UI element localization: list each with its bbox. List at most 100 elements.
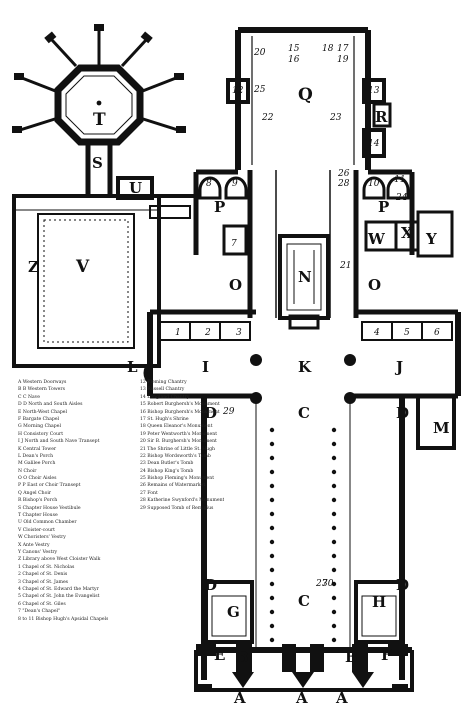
legend-entry: W Choristers' Vestry bbox=[18, 535, 66, 541]
num-5: 5 bbox=[404, 328, 410, 338]
label-Y: Y bbox=[425, 230, 437, 248]
legend-entry: A Western Doorways bbox=[18, 380, 67, 385]
label-M: M bbox=[433, 419, 450, 437]
nave-pier bbox=[269, 567, 275, 573]
num-16: 16 bbox=[288, 55, 300, 65]
legend-entry: 7 "Dean's Chapel" bbox=[18, 609, 61, 615]
nave-pier bbox=[331, 553, 337, 559]
nave-pier bbox=[331, 609, 337, 615]
nave-pier bbox=[331, 455, 337, 461]
label-D-right-bottom: D bbox=[396, 576, 409, 594]
nave-pier bbox=[331, 581, 337, 587]
label-Q: Q bbox=[298, 85, 313, 105]
legend-entry: U Old Common Chamber bbox=[18, 520, 77, 526]
nave-pier bbox=[269, 525, 275, 531]
legend-entry: 15 Robert Burghersh's Monument bbox=[140, 402, 220, 408]
nave-pier bbox=[331, 525, 337, 531]
legend-entry: X Ante Vestry bbox=[18, 542, 50, 548]
legend-entry: N Choir bbox=[18, 468, 37, 474]
nave-piers bbox=[250, 354, 356, 643]
num-1: 1 bbox=[175, 328, 181, 338]
label-O-left: O bbox=[229, 276, 242, 294]
legend-entry: 14 Longland Chantry bbox=[140, 394, 190, 400]
label-K: K bbox=[298, 358, 312, 376]
label-P-right: P bbox=[378, 198, 389, 216]
label-T: T bbox=[93, 110, 106, 130]
nave-pier bbox=[269, 483, 275, 489]
nave-pier bbox=[331, 539, 337, 545]
label-W: W bbox=[367, 230, 386, 248]
num-28: 28 bbox=[337, 179, 350, 189]
label-N: N bbox=[298, 268, 312, 286]
label-G: G bbox=[227, 603, 240, 621]
legend-entry: 25 Bishop Fleming's Monument bbox=[140, 476, 215, 482]
legend-entry: I J North and South Nave Transept bbox=[18, 439, 100, 445]
nave-pier bbox=[269, 553, 275, 559]
legend-entry: B B Western Towers bbox=[18, 387, 65, 393]
legend-entry: R Bishop's Porch bbox=[18, 498, 58, 504]
legend-entry: K Central Tower bbox=[18, 446, 57, 452]
legend-entry: 13 Russell Chantry bbox=[140, 387, 185, 393]
num-14: 14 bbox=[368, 139, 380, 149]
nave-pier bbox=[269, 497, 275, 503]
nave-pier bbox=[331, 595, 337, 601]
num-10: 10 bbox=[368, 179, 380, 189]
legend-entry: 24 Bishop King's Tomb bbox=[140, 468, 194, 474]
nave-pier bbox=[331, 637, 337, 643]
legend-entry: D D North and South Aisles bbox=[18, 402, 83, 408]
legend-entry: 22 Bishop Wordsworth's Tomb bbox=[140, 453, 211, 459]
num-7: 7 bbox=[231, 239, 237, 249]
legend-entry: O O Choir Aisles bbox=[18, 476, 57, 482]
label-V: V bbox=[75, 257, 90, 277]
label-Z: Z bbox=[28, 258, 39, 276]
label-O-right: O bbox=[368, 276, 381, 294]
legend-entry: 20 Sir B. Burghersh's Monument bbox=[140, 439, 217, 445]
num-12: 12 bbox=[232, 86, 244, 96]
legend-entry: 19 Peter Wentworth's Monument bbox=[140, 431, 218, 437]
num-27: 27 bbox=[315, 579, 328, 589]
nave-pier bbox=[269, 637, 275, 643]
num-11: 11 bbox=[394, 175, 405, 185]
nave-pier bbox=[269, 581, 275, 587]
legend-entry: 23 Dean Butler's Tomb bbox=[140, 461, 194, 467]
label-D-left-top: D bbox=[204, 404, 217, 422]
num-13: 13 bbox=[368, 86, 380, 96]
num-9: 9 bbox=[232, 179, 238, 189]
label-A-mid: A bbox=[295, 689, 308, 707]
legend-entry: 12 Fleming Chantry bbox=[140, 380, 187, 385]
legend-entry: Q Angel Choir bbox=[18, 490, 51, 496]
legend-entry: 29 Supposed Tomb of Remigius bbox=[140, 505, 214, 511]
num-20: 20 bbox=[253, 48, 266, 58]
label-H: H bbox=[372, 593, 386, 611]
nave-pier bbox=[331, 441, 337, 447]
nave-pier bbox=[269, 469, 275, 475]
label-D-left-bottom: D bbox=[204, 576, 217, 594]
legend-entry: Y Canons' Vestry bbox=[18, 549, 58, 555]
label-F: F bbox=[381, 646, 392, 664]
label-C-top: C bbox=[298, 404, 310, 422]
legend-entry: 5 Chapel of St. John the Evangelist bbox=[18, 594, 100, 600]
nave-pier bbox=[269, 609, 275, 615]
legend-entry: Z Library above West Cloister Walk bbox=[18, 557, 101, 563]
num-21: 21 bbox=[339, 261, 351, 271]
legend-entry: 4 Chapel of St. Edward the Martyr bbox=[18, 586, 99, 592]
num-3: 3 bbox=[236, 328, 242, 338]
num-8: 8 bbox=[206, 179, 212, 189]
plan-numbers: 1 2 3 4 5 6 7 8 9 10 11 12 13 14 15 16 1… bbox=[175, 44, 440, 589]
num-19: 19 bbox=[337, 55, 349, 65]
label-X: X bbox=[401, 224, 413, 242]
num-29: 29 bbox=[222, 407, 235, 417]
num-17: 17 bbox=[337, 44, 349, 54]
num-23: 23 bbox=[329, 113, 342, 123]
nave-pier bbox=[331, 567, 337, 573]
label-B-right: B bbox=[345, 648, 358, 666]
nave-pier bbox=[269, 455, 275, 461]
label-U: U bbox=[129, 179, 142, 197]
legend-entry: M Galilee Porch bbox=[18, 461, 56, 467]
cloister bbox=[12, 194, 200, 368]
legend-entry: 1 Chapel of St. Nicholas bbox=[18, 564, 75, 570]
nave-pier bbox=[269, 595, 275, 601]
